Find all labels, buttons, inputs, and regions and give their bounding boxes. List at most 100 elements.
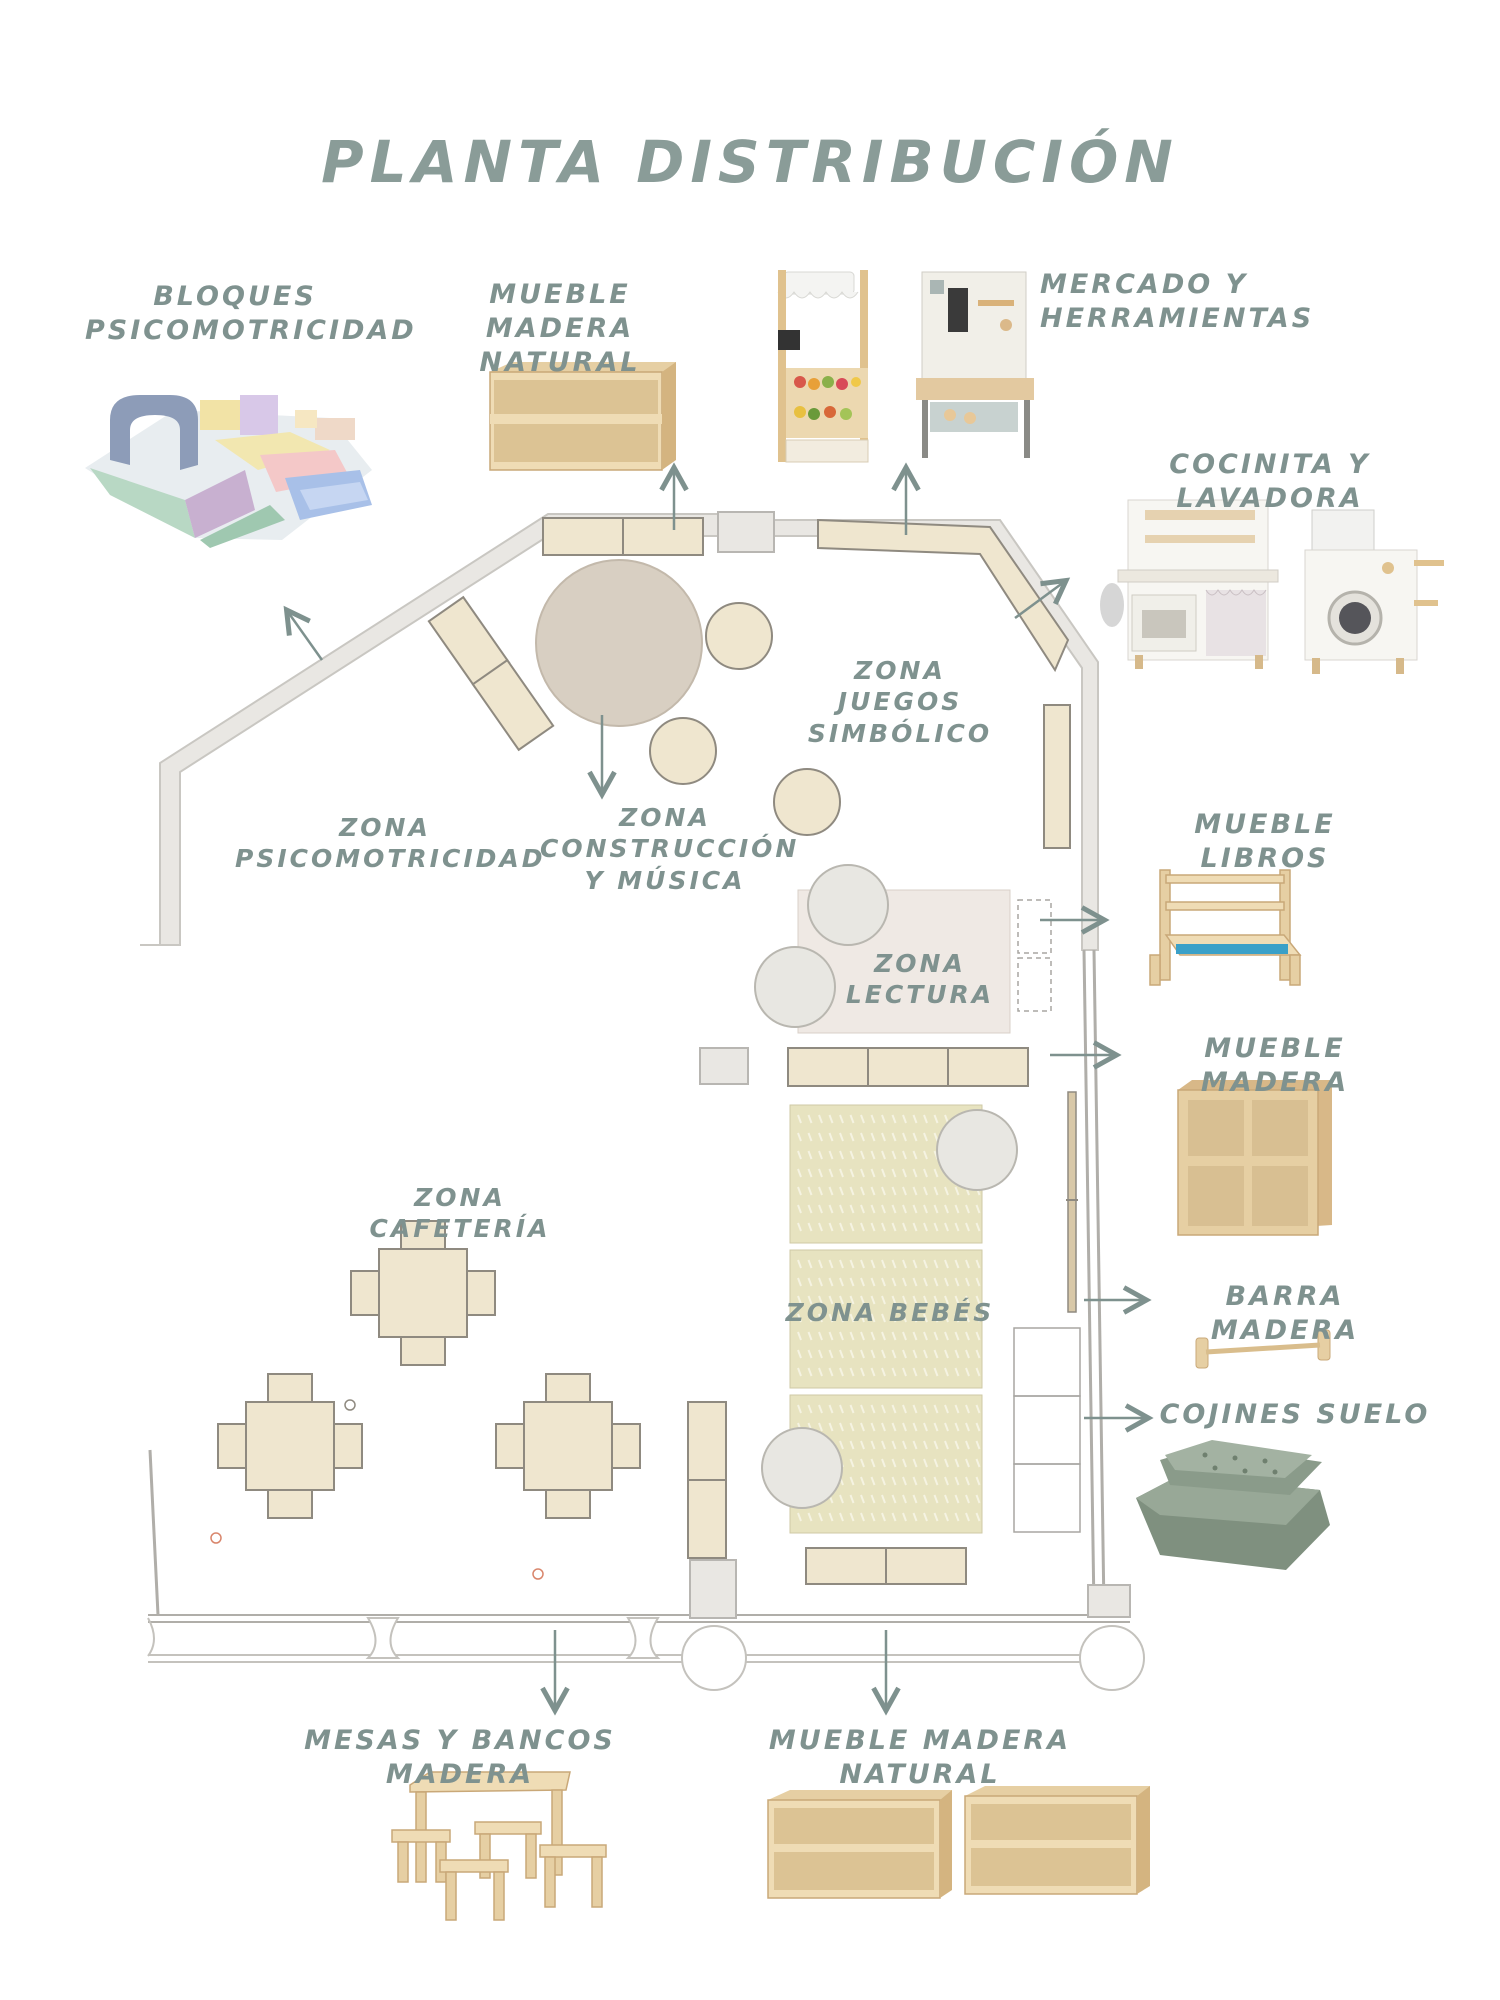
mat-pattern-mark	[891, 1114, 897, 1124]
product-label-mueble-madera: MUEBLE MADERA	[1200, 1033, 1350, 1098]
mat-pattern-mark	[860, 1404, 865, 1414]
mat-pattern-mark	[797, 1204, 802, 1214]
mat-pattern-mark	[933, 1114, 939, 1124]
cafe-chair	[545, 1373, 591, 1403]
pillar-right	[1087, 1584, 1131, 1618]
mat-pattern-mark	[923, 1295, 928, 1305]
mat-pattern-mark	[881, 1204, 886, 1214]
mat-pattern-mark	[975, 1259, 981, 1269]
mat-pattern-mark	[860, 1114, 865, 1124]
shelf-cafe-1	[687, 1401, 727, 1481]
zone-label-construccion: ZONA CONSTRUCCIÓN Y MÚSICA	[540, 803, 800, 895]
mat-pattern-mark	[881, 1458, 886, 1468]
mat-pattern-mark	[902, 1494, 907, 1504]
small-block	[699, 1047, 749, 1085]
mat-pattern-mark	[944, 1512, 949, 1522]
mat-pattern-mark	[870, 1222, 876, 1232]
mat-pattern-mark	[933, 1367, 939, 1377]
mat-pattern-mark	[954, 1186, 960, 1196]
mat-pattern-mark	[870, 1367, 876, 1377]
mat-pattern-mark	[912, 1458, 918, 1468]
mat-pattern-mark	[944, 1476, 949, 1486]
mat-pattern-mark	[944, 1367, 949, 1377]
mat-pattern-mark	[923, 1349, 928, 1359]
mat-pattern-mark	[923, 1114, 928, 1124]
mat-pattern-mark	[797, 1404, 802, 1414]
cafe-chair	[400, 1336, 446, 1366]
mat-pattern-mark	[965, 1512, 970, 1522]
mat-pattern-mark	[944, 1458, 949, 1468]
mat-pattern-mark	[965, 1277, 970, 1287]
mat-pattern-mark	[965, 1259, 970, 1269]
market-stall-icon	[777, 270, 869, 463]
mat-pattern-mark	[860, 1331, 865, 1341]
mat-pattern-mark	[923, 1458, 928, 1468]
mat-pattern-mark	[944, 1422, 949, 1432]
mat-pattern-mark	[965, 1222, 970, 1232]
mat-pattern-mark	[891, 1295, 897, 1305]
mat-pattern-mark	[860, 1349, 865, 1359]
mat-pattern-mark	[933, 1476, 939, 1486]
mat-pattern-mark	[902, 1367, 907, 1377]
mat-pattern-mark	[807, 1259, 813, 1269]
wooden-shelf-icon	[489, 362, 676, 471]
round-rug	[535, 559, 703, 727]
mat-pattern-mark	[870, 1331, 876, 1341]
cafe-table	[523, 1401, 613, 1491]
mat-pattern-mark	[923, 1168, 928, 1178]
wooden-shelf-icon	[964, 1786, 1150, 1895]
mat-pattern-mark	[965, 1313, 970, 1323]
mat-pattern-mark	[912, 1222, 918, 1232]
mat-pattern-mark	[933, 1494, 939, 1504]
toy-washer-icon	[1304, 509, 1444, 674]
mat-pattern-mark	[849, 1367, 855, 1377]
mat-pattern-mark	[818, 1512, 823, 1522]
mat-pattern-mark	[818, 1313, 823, 1323]
mat-pattern-mark	[860, 1222, 865, 1232]
mat-pattern-mark	[923, 1476, 928, 1486]
wooden-shelf-icon	[767, 1790, 952, 1899]
mat-pattern-mark	[923, 1259, 928, 1269]
product-label-cocinita: COCINITA Y LAVADORA	[1169, 449, 1371, 514]
mat-pattern-mark	[881, 1295, 886, 1305]
mat-pattern-mark	[912, 1349, 918, 1359]
mat-pattern-mark	[954, 1422, 960, 1432]
bracket-1	[365, 1617, 401, 1659]
soft-blocks-icon	[85, 395, 372, 548]
mat-pattern-mark	[870, 1186, 876, 1196]
mat-pattern-mark	[881, 1277, 886, 1287]
mat-pattern-mark	[954, 1512, 960, 1522]
mat-pattern-mark	[965, 1349, 970, 1359]
mat-pattern-mark	[807, 1277, 813, 1287]
wall-pillar-top	[717, 511, 775, 553]
mat-pattern-mark	[891, 1313, 897, 1323]
mat-pattern-mark	[891, 1458, 897, 1468]
mat-pattern-mark	[828, 1222, 834, 1232]
mat-pattern-mark	[902, 1150, 907, 1160]
storage-1	[1013, 1327, 1081, 1397]
mat-pattern-mark	[839, 1204, 844, 1214]
mat-pattern-mark	[902, 1349, 907, 1359]
mat-pattern-mark	[818, 1150, 823, 1160]
mat-pattern-mark	[881, 1168, 886, 1178]
mat-pattern-mark	[881, 1186, 886, 1196]
mat-pattern-mark	[839, 1494, 844, 1504]
mat-pattern-mark	[902, 1132, 907, 1142]
mat-pattern-mark	[965, 1295, 970, 1305]
mat-pattern-mark	[839, 1150, 844, 1160]
mat-pattern-mark	[912, 1186, 918, 1196]
cafe-chair	[267, 1373, 313, 1403]
cafe-chair	[333, 1423, 363, 1469]
product-label-bloques: BLOQUES PSICOMOTRICIDAD	[85, 281, 417, 346]
mat-pattern-mark	[849, 1476, 855, 1486]
mat-pattern-mark	[891, 1404, 897, 1414]
mat-pattern-mark	[923, 1367, 928, 1377]
mat-pattern-mark	[881, 1404, 886, 1414]
pillar-left	[689, 1559, 737, 1619]
shelf-reading-1	[787, 1047, 869, 1087]
mat-pattern-mark	[912, 1440, 918, 1450]
mat-pattern-mark	[902, 1259, 907, 1269]
mat-pattern-mark	[807, 1331, 813, 1341]
mat-pattern-mark	[954, 1404, 960, 1414]
